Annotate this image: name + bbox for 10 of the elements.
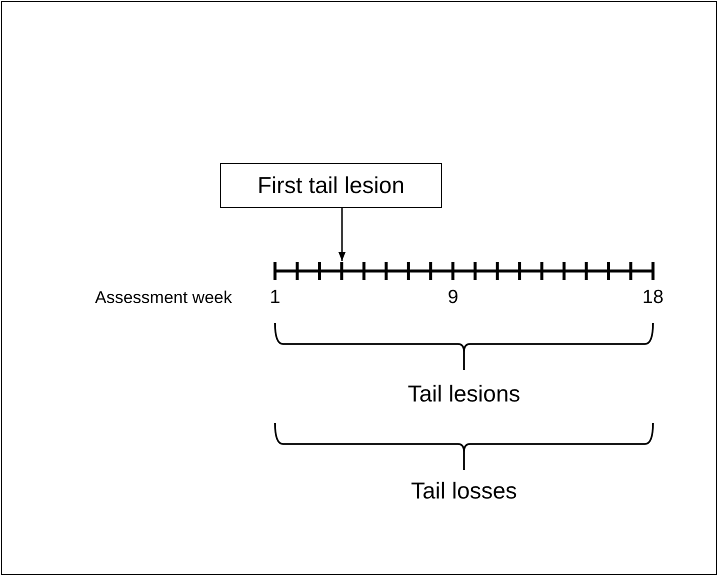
tick-label: 18 (642, 287, 664, 309)
timeline-bar (273, 261, 655, 281)
axis-title: Assessment week (95, 288, 232, 308)
tick-label: 9 (448, 287, 458, 309)
box-label: First tail lesion (258, 172, 404, 199)
text-box (220, 163, 442, 208)
bracket-label: Tail lesions (408, 380, 520, 408)
tick-label: 1 (270, 287, 280, 309)
arrow (338, 208, 346, 261)
bracket-label: Tail losses (410, 478, 518, 504)
